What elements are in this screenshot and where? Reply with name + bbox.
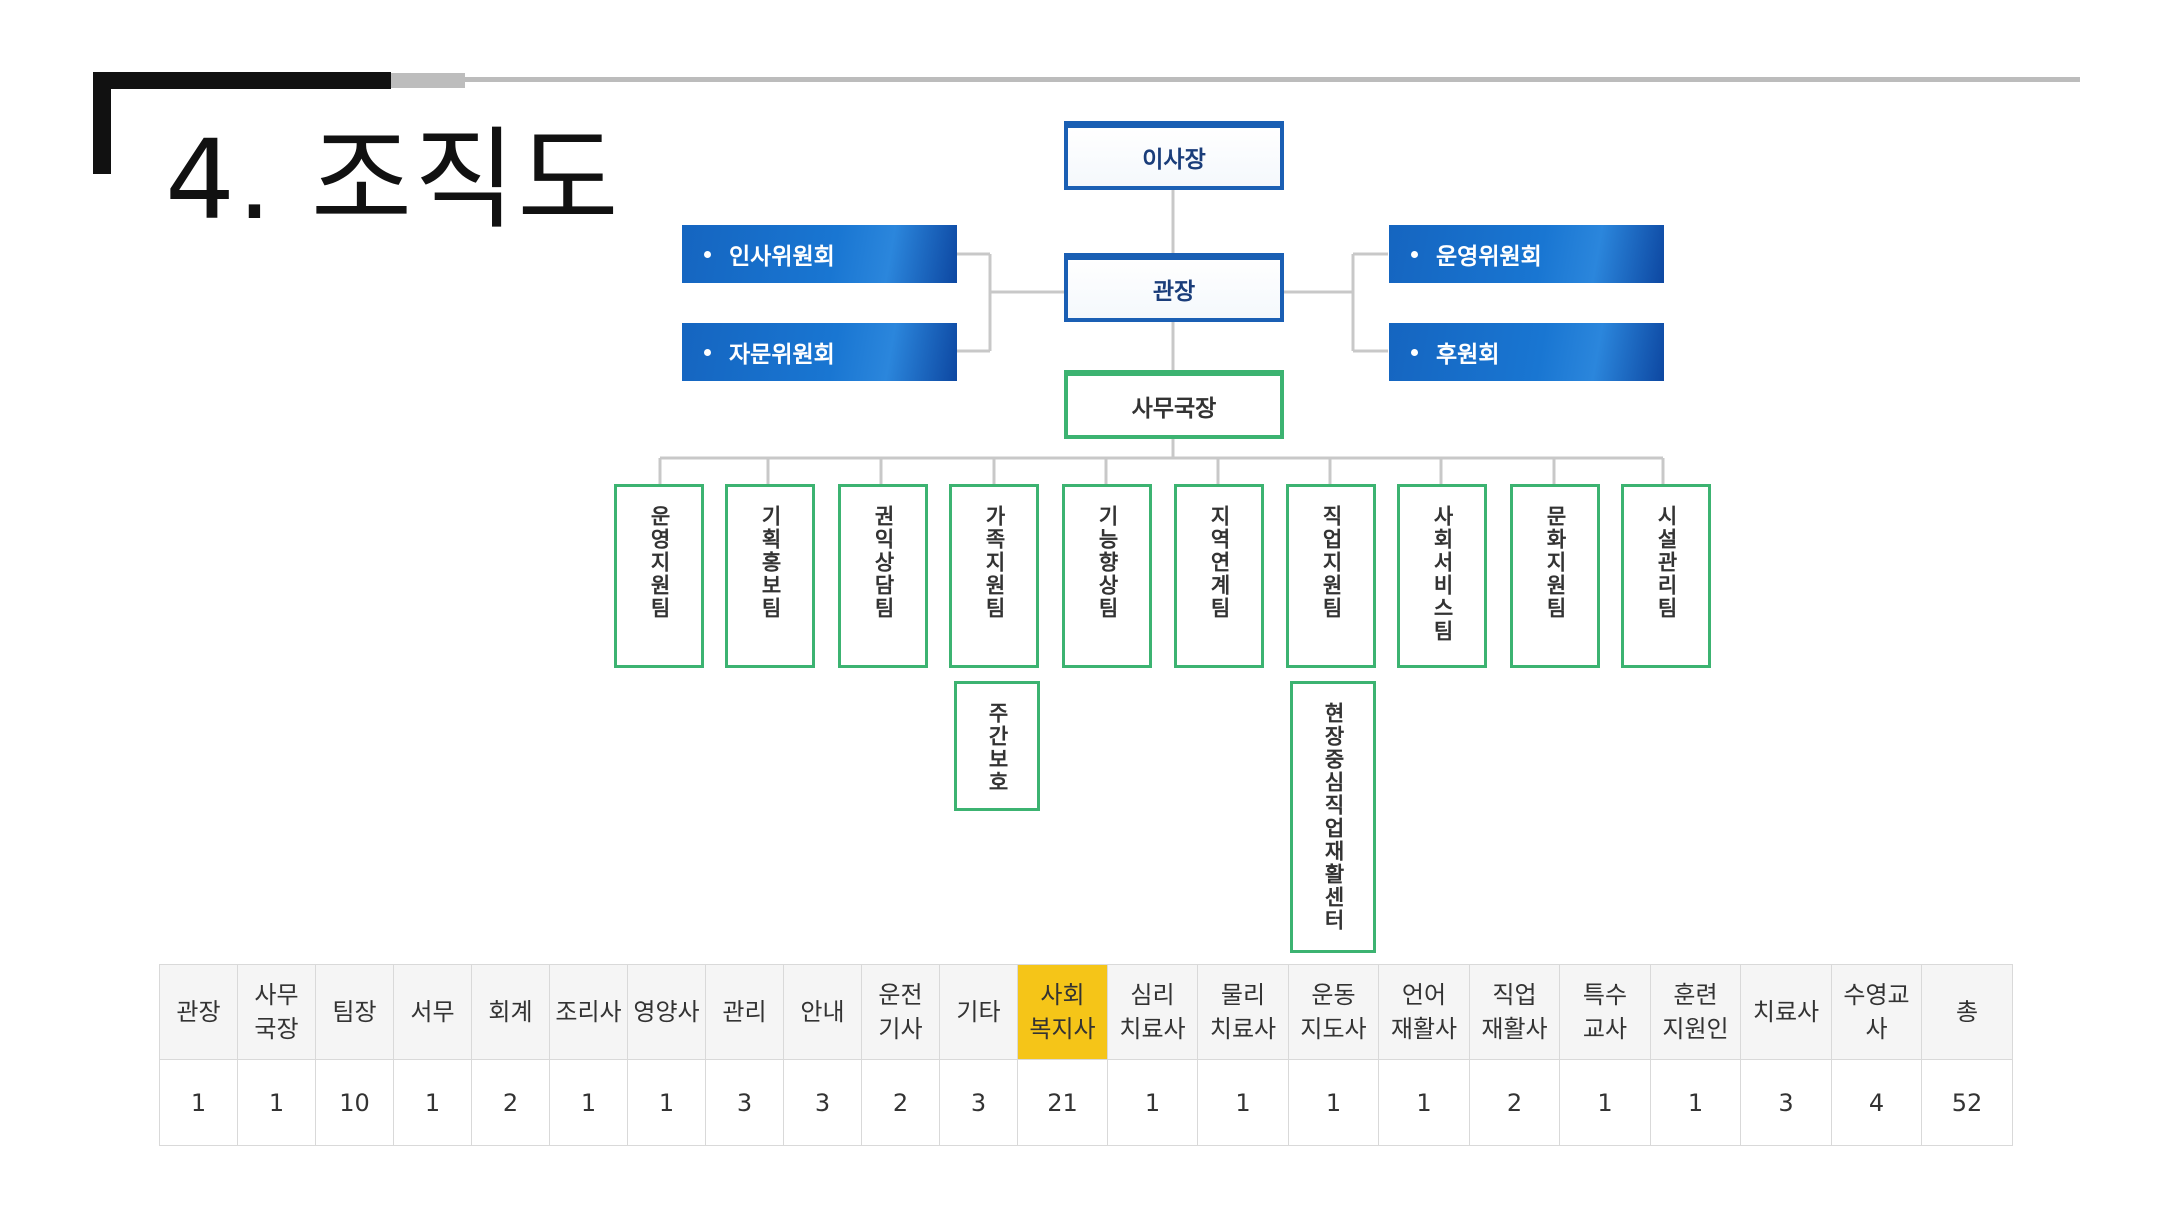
table-header-cell: 운동 지도사 (1288, 964, 1379, 1060)
team-box: 사회서비스팀 (1397, 484, 1487, 668)
table-row: 1 1 10 1 2 1 1 3 3 2 3 21 1 1 1 1 2 1 1 … (159, 1059, 2013, 1146)
table-header-cell: 심리 치료사 (1107, 964, 1198, 1060)
team-label: 가족지원팀 (982, 505, 1007, 620)
table-header-cell: 언어 재활사 (1378, 964, 1470, 1060)
sub-unit-label: 주간보호 (985, 702, 1010, 794)
team-label: 기능향상팀 (1095, 505, 1120, 620)
table-cell: 21 (1017, 1059, 1108, 1146)
table-header-cell: 물리 치료사 (1197, 964, 1289, 1060)
table-cell: 3 (1740, 1059, 1832, 1146)
team-box: 기능향상팀 (1062, 484, 1152, 668)
table-cell: 3 (705, 1059, 784, 1146)
team-box: 가족지원팀 (949, 484, 1039, 668)
team-label: 권익상담팀 (871, 505, 896, 620)
table-header-cell: 직업 재활사 (1469, 964, 1560, 1060)
table-header-cell: 치료사 (1740, 964, 1832, 1060)
bullet-icon (1411, 348, 1418, 356)
table-header-cell: 특수 교사 (1559, 964, 1651, 1060)
team-box: 시설관리팀 (1621, 484, 1711, 668)
table-header-cell: 관장 (159, 964, 238, 1060)
team-box: 운영지원팀 (614, 484, 704, 668)
bullet-icon (704, 250, 711, 258)
table-header-row: 관장 사무 국장 팀장 서무 회계 조리사 영양사 관리 안내 운전 기사 기타… (159, 964, 2013, 1060)
bullet-icon (704, 348, 711, 356)
team-label: 지역연계팀 (1207, 505, 1232, 620)
table-header-cell: 조리사 (549, 964, 628, 1060)
committee-hr-label: 인사위원회 (729, 244, 835, 270)
chairman-box: 이사장 (1064, 121, 1284, 190)
committee-advisory: 자문위원회 (682, 323, 957, 381)
team-label: 기획홍보팀 (758, 505, 783, 620)
page-title: 4. 조직도 (165, 116, 621, 244)
table-cell: 4 (1831, 1059, 1922, 1146)
header-bracket (93, 89, 111, 174)
table-header-cell: 사무 국장 (237, 964, 316, 1060)
table-header-cell: 팀장 (315, 964, 394, 1060)
team-box: 직업지원팀 (1286, 484, 1376, 668)
table-cell-total: 52 (1921, 1059, 2013, 1146)
table-cell: 1 (627, 1059, 706, 1146)
table-cell: 1 (1559, 1059, 1651, 1146)
team-box: 문화지원팀 (1510, 484, 1600, 668)
sub-unit-day-care: 주간보호 (954, 681, 1040, 811)
table-cell: 1 (1197, 1059, 1289, 1146)
table-cell: 2 (1469, 1059, 1560, 1146)
header-bar-gray (391, 73, 465, 88)
director-box: 관장 (1064, 253, 1284, 322)
table-cell: 1 (237, 1059, 316, 1146)
table-header-cell: 훈련 지원인 (1650, 964, 1741, 1060)
table-header-cell: 총 (1921, 964, 2013, 1060)
table-cell: 1 (1288, 1059, 1379, 1146)
team-label: 시설관리팀 (1654, 505, 1679, 620)
table-header-cell: 회계 (471, 964, 550, 1060)
table-cell: 2 (471, 1059, 550, 1146)
committee-operations: 운영위원회 (1389, 225, 1664, 283)
team-label: 운영지원팀 (647, 505, 672, 620)
table-header-cell: 수영교 사 (1831, 964, 1922, 1060)
committee-operations-label: 운영위원회 (1436, 244, 1542, 270)
committee-sponsors-label: 후원회 (1436, 342, 1500, 368)
table-cell: 1 (549, 1059, 628, 1146)
team-label: 사회서비스팀 (1430, 505, 1455, 643)
committee-sponsors: 후원회 (1389, 323, 1664, 381)
sub-unit-label: 현장중심직업재활센터 (1321, 702, 1346, 932)
table-cell: 1 (393, 1059, 472, 1146)
staff-count-table: 관장 사무 국장 팀장 서무 회계 조리사 영양사 관리 안내 운전 기사 기타… (159, 964, 2013, 1146)
table-cell: 1 (1107, 1059, 1198, 1146)
team-box: 지역연계팀 (1174, 484, 1264, 668)
table-cell: 2 (861, 1059, 940, 1146)
secretary-general-box: 사무국장 (1064, 370, 1284, 439)
header-bar-black (93, 72, 391, 89)
table-cell: 1 (159, 1059, 238, 1146)
table-header-cell: 관리 (705, 964, 784, 1060)
table-header-cell: 안내 (783, 964, 862, 1060)
table-cell: 10 (315, 1059, 394, 1146)
table-header-cell: 운전 기사 (861, 964, 940, 1060)
team-label: 직업지원팀 (1319, 505, 1344, 620)
table-header-cell: 영양사 (627, 964, 706, 1060)
table-cell: 1 (1650, 1059, 1741, 1146)
table-cell: 3 (783, 1059, 862, 1146)
header-rule (465, 77, 2080, 82)
table-header-cell: 서무 (393, 964, 472, 1060)
table-cell: 1 (1378, 1059, 1470, 1146)
table-cell: 3 (939, 1059, 1018, 1146)
committee-hr: 인사위원회 (682, 225, 957, 283)
table-header-cell-highlighted: 사회 복지사 (1017, 964, 1108, 1060)
table-header-cell: 기타 (939, 964, 1018, 1060)
sub-unit-vocational-center: 현장중심직업재활센터 (1290, 681, 1376, 953)
team-box: 권익상담팀 (838, 484, 928, 668)
team-label: 문화지원팀 (1543, 505, 1568, 620)
team-box: 기획홍보팀 (725, 484, 815, 668)
committee-advisory-label: 자문위원회 (729, 342, 835, 368)
bullet-icon (1411, 250, 1418, 258)
